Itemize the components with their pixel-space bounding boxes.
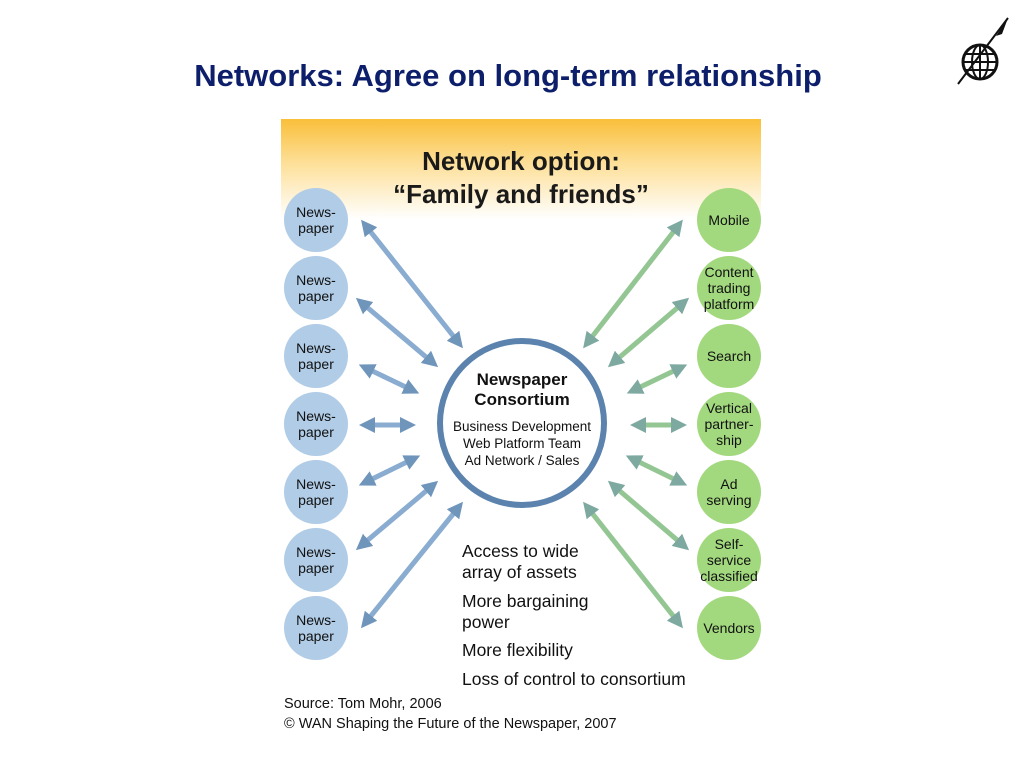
arrow-left-3 [358,364,420,394]
benefit-line: More flexibility [462,640,573,660]
consortium-hub: Newspaper Consortium Business Developmen… [437,338,607,508]
benefit-line: More bargaining [462,591,589,611]
arrow-left-6 [355,480,439,551]
hub-title: Newspaper Consortium [474,370,570,409]
arrow-right-2 [607,297,690,368]
newspaper-node: News- paper [284,528,348,592]
benefit-line: array of assets [462,562,577,582]
arrow-left-7 [360,501,464,629]
benefit-line: Loss of control to consortium [462,669,686,689]
newspaper-node: News- paper [284,460,348,524]
slide-title: Networks: Agree on long-term relationshi… [194,58,822,93]
copyright-line: © WAN Shaping the Future of the Newspape… [284,716,617,732]
arrow-right-5 [625,455,688,486]
diagram-heading-line2: “Family and friends” [393,179,649,209]
newspaper-node: News- paper [284,324,348,388]
arrow-left-1 [361,219,463,349]
partner-node-vertical-partnership: Vertical partner- ship [697,392,761,456]
arrow-right-6 [607,480,690,551]
benefit-line: Access to wide [462,541,579,561]
arrow-left-2 [355,297,439,368]
arrow-left-5 [358,455,421,486]
partner-node-ad-serving: Ad serving [697,460,761,524]
partner-node-content-trading-platform: Content trading platform [697,256,761,320]
diagram-heading-line1: Network option: [422,146,620,176]
hub-line: Ad Network / Sales [464,453,580,468]
globe-logo-icon [957,17,1009,85]
diagram-banner [281,119,761,219]
source-citation: Source: Tom Mohr, 2006 [284,696,442,712]
benefit-line: power [462,612,510,632]
arrow-right-1 [583,219,683,349]
newspaper-node: News- paper [284,256,348,320]
partner-node-vendors: Vendors [697,596,761,660]
partner-node-self-service-classified: Self- service classified [697,528,761,592]
arrow-right-3 [626,364,688,394]
hub-line: Business Development [452,419,592,434]
hub-line: Web Platform Team [462,436,582,451]
partner-node-search: Search [697,324,761,388]
newspaper-node: News- paper [284,188,348,252]
newspaper-node: News- paper [284,596,348,660]
newspaper-node: News- paper [284,392,348,456]
arrow-right-7 [583,501,683,629]
partner-node-mobile: Mobile [697,188,761,252]
